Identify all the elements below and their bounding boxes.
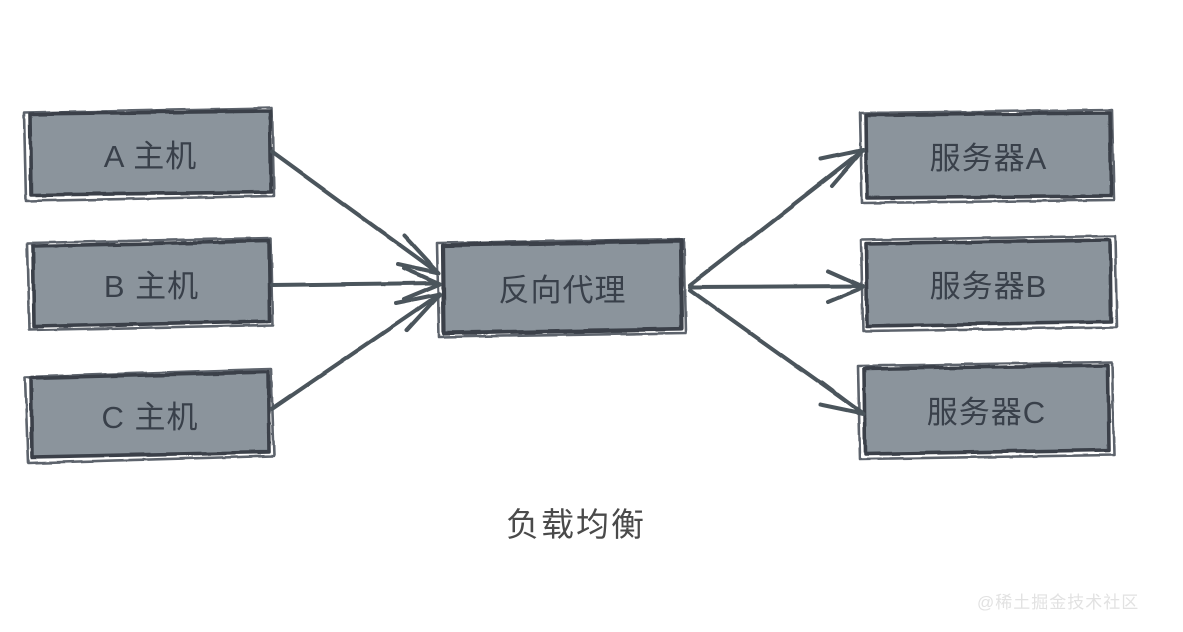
- edge-proxy-to-server-b: [688, 269, 866, 304]
- node-server-a[interactable]: [858, 108, 1116, 205]
- edge-host-b-to-proxy: [270, 266, 442, 301]
- edge-proxy-to-server-a: [688, 148, 865, 287]
- node-host-a[interactable]: [22, 106, 276, 203]
- node-host-c[interactable]: [23, 367, 276, 465]
- watermark: @稀土掘金技术社区: [977, 593, 1140, 612]
- node-server-c[interactable]: [856, 360, 1116, 461]
- node-host-b[interactable]: [25, 236, 275, 332]
- edge-host-a-to-proxy: [270, 150, 441, 275]
- edge-proxy-to-server-c: [688, 288, 865, 416]
- diagram-caption: 负载均衡: [506, 506, 646, 543]
- edge-host-c-to-proxy: [270, 292, 442, 411]
- node-server-b[interactable]: [859, 234, 1119, 333]
- node-reverse-proxy[interactable]: [435, 237, 688, 339]
